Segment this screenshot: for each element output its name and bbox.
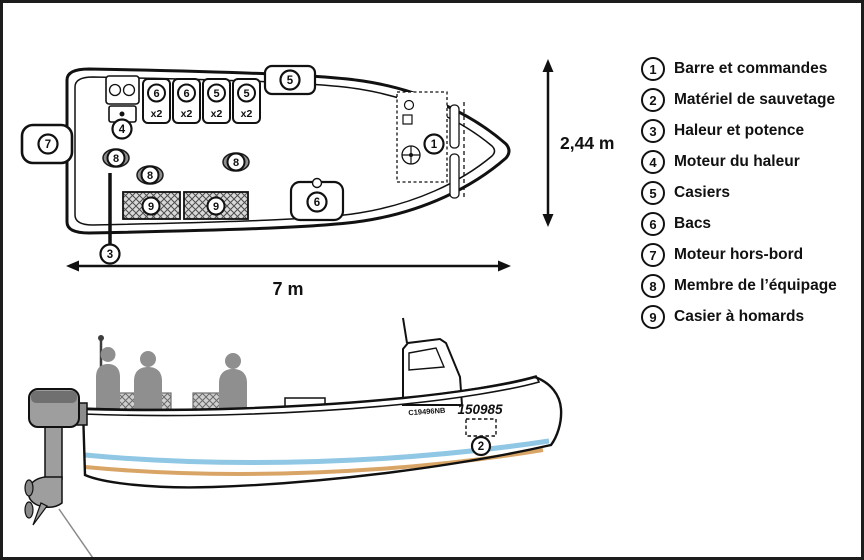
bin-qty: x2 [151,108,163,120]
callout-trap-2: 9 [213,201,219,213]
bac-box: 6 [289,177,345,222]
callout-helm: 1 [431,139,438,151]
length-dimension: 7 m [66,260,511,299]
wheelhouse [402,317,464,406]
legend-item-label: Barre et commandes [674,60,828,77]
arrowhead-up-icon [542,59,554,72]
outboard-motor-side [24,388,94,557]
legend-number-badge: 9 [641,305,665,329]
plan-view: 6 x2 6 x2 5 x2 5 x2 [20,59,614,299]
legend-item-casiers: 5 Casiers [641,181,856,205]
antenna-icon [402,317,408,344]
legend-number-badge: 5 [641,181,665,205]
lobster-traps: 9 9 [122,191,249,220]
crew-silhouette-2 [134,351,162,413]
bin-number: 5 [243,88,249,100]
propeller-blade [24,501,34,519]
outboard-plan: 7 [20,123,74,165]
hauler-motor-unit [105,75,140,123]
hauler-motor-callout: 4 [111,118,133,140]
legend-item-label: Casiers [674,184,731,201]
legend-item-hauler: 3 Haleur et potence [641,119,856,143]
legend-number-badge: 2 [641,88,665,112]
callout-bac: 6 [314,197,320,209]
crew-silhouette-3 [219,353,247,413]
bin-qty: x2 [181,108,193,120]
bin-1: 6 x2 [142,78,171,124]
casiers-box: 5 [263,64,317,96]
beam-dimension: 2,44 m [542,59,614,227]
legend-number-badge: 1 [641,57,665,81]
wheelhouse-window [408,347,446,371]
legend: 1 Barre et commandes 2 Matériel de sauve… [641,57,856,336]
crew-silhouette-1 [96,347,120,413]
callout-crew-2: 8 [147,170,153,182]
side-view: C19496NB 150985 2 [24,317,563,557]
callout-hauler-motor: 4 [119,124,126,136]
helm-callout: 1 [423,133,445,155]
callout-outboard: 7 [45,139,51,151]
bins-row: 6 x2 6 x2 5 x2 5 x2 [142,78,261,124]
legend-item-helm: 1 Barre et commandes [641,57,856,81]
bin-3: 5 x2 [202,78,231,124]
legend-number-badge: 8 [641,274,665,298]
legend-number-badge: 3 [641,119,665,143]
legend-number-badge: 7 [641,243,665,267]
crew-callouts: 8 8 8 [106,148,246,185]
callout-trap-1: 9 [148,201,154,213]
bin-number: 6 [183,88,189,100]
legend-item-label: Bacs [674,215,712,232]
registration-number: 150985 [457,402,503,417]
rescue-gear-marker: 2 [465,418,497,457]
legend-item-label: Matériel de sauvetage [674,91,836,108]
callout-crew-1: 8 [113,153,119,165]
legend-item-label: Moteur du haleur [674,153,800,170]
legend-item-trap: 9 Casier à homards [641,305,856,329]
trailing-line [58,508,94,557]
legend-item-crew: 8 Membre de l’équipage [641,274,856,298]
legend-item-label: Moteur hors-bord [674,246,804,263]
bin-qty: x2 [211,108,223,120]
length-dimension-label: 7 m [272,279,303,299]
powerhead-cap [31,391,77,403]
bin-2: 6 x2 [172,78,201,124]
legend-number-badge: 6 [641,212,665,236]
propeller-blade [24,479,34,497]
legend-item-bacs: 6 Bacs [641,212,856,236]
arrowhead-down-icon [542,214,554,227]
crew-silhouettes [96,347,247,413]
bow-bench [449,104,460,199]
skeg [32,502,48,526]
legend-item-hauler-motor: 4 Moteur du haleur [641,150,856,174]
legend-item-label: Haleur et potence [674,122,805,139]
legend-number-badge: 4 [641,150,665,174]
side-hull-outline [81,375,563,489]
arrowhead-right-icon [498,260,511,272]
bin-number: 5 [213,88,219,100]
hull-code: C19496NB [408,406,446,418]
arrowhead-left-icon [66,260,79,272]
callout-casiers: 5 [287,75,294,87]
bin-number: 6 [153,88,159,100]
callout-crew-3: 8 [233,157,239,169]
hauler-pole: 3 [99,173,121,265]
callout-rescue: 2 [478,441,484,453]
legend-item-label: Casier à homards [674,308,805,325]
legend-item-label: Membre de l’équipage [674,277,837,294]
legend-item-outboard: 7 Moteur hors-bord [641,243,856,267]
bin-4: 5 x2 [232,78,261,124]
beam-dimension-label: 2,44 m [560,133,614,153]
legend-item-rescue: 2 Matériel de sauvetage [641,88,856,112]
callout-hauler: 3 [107,249,113,261]
bin-qty: x2 [241,108,253,120]
